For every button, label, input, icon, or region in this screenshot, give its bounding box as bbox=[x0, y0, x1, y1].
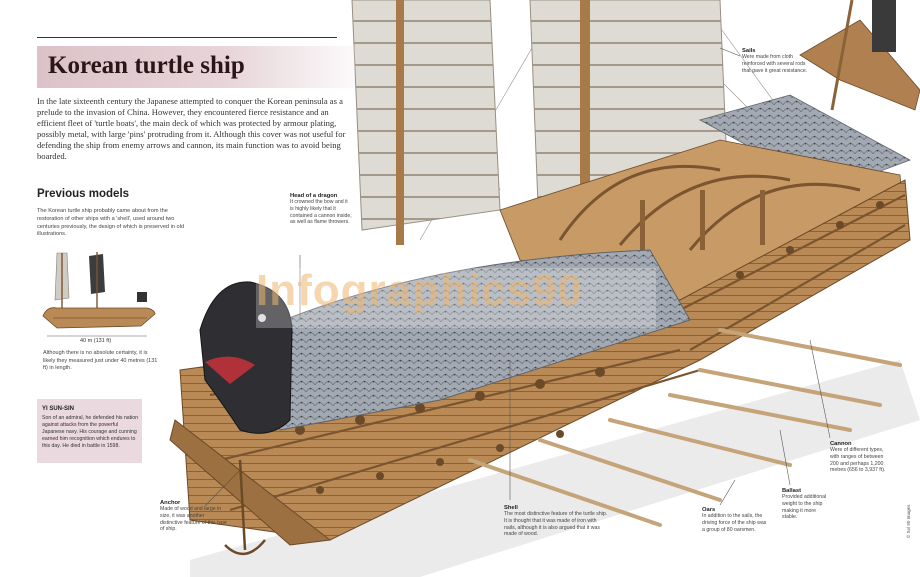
image-credit: © Sol 90 Images bbox=[906, 504, 911, 538]
hull-ports bbox=[295, 201, 884, 494]
leader-lines bbox=[204, 47, 831, 507]
yi-sun-sin-title: YI SUN-SIN bbox=[42, 406, 75, 412]
main-shell bbox=[259, 249, 691, 431]
callout-dragon: Head of a dragon It crowned the bow and … bbox=[290, 193, 352, 226]
callout-cannon: Cannon Were of different types, with ran… bbox=[830, 441, 888, 474]
watermark-band bbox=[256, 268, 656, 328]
yi-sun-sin-box bbox=[37, 399, 142, 463]
callout-title: Sails bbox=[742, 48, 756, 54]
callout-text: In addition to the sails, the driving fo… bbox=[702, 513, 767, 533]
callout-title: Cannon bbox=[830, 441, 852, 447]
callout-title: Oars bbox=[702, 507, 716, 513]
page-title: Korean turtle ship bbox=[48, 52, 245, 79]
callout-title: Head of a dragon bbox=[290, 193, 338, 199]
callout-title: Anchor bbox=[160, 500, 181, 506]
dragon-head bbox=[199, 281, 293, 434]
callout-title: Ballast bbox=[782, 488, 802, 494]
previous-models-text: The Korean turtle ship probably came abo… bbox=[37, 208, 184, 238]
front-sail bbox=[351, 0, 501, 245]
watermark-text: Infographics90 bbox=[256, 266, 583, 315]
anchor bbox=[224, 459, 266, 555]
intro-paragraph: In the late sixteenth century the Japane… bbox=[37, 96, 346, 161]
length-note: Although there is no absolute certainty,… bbox=[43, 350, 158, 372]
interior-posts bbox=[640, 190, 765, 260]
callout-ballast: Ballast Provided additional weight to th… bbox=[782, 488, 828, 521]
callout-text: Were of different types, with ranges of … bbox=[830, 447, 886, 474]
stern bbox=[799, 0, 920, 111]
callout-text: Were made from cloth reinforced with sev… bbox=[742, 54, 808, 74]
interior-frames bbox=[558, 164, 861, 251]
callout-title: Shell bbox=[504, 505, 518, 511]
callout-text: Made of wood and large in size, it was a… bbox=[160, 506, 227, 533]
callout-anchor: Anchor Made of wood and large in size, i… bbox=[160, 500, 228, 533]
length-measure: 40 m (131 ft) bbox=[80, 338, 112, 344]
callout-sails: Sails Were made from cloth reinforced wi… bbox=[742, 48, 812, 74]
callout-oars: Oars In addition to the sails, the drivi… bbox=[702, 507, 768, 533]
bow-keel bbox=[169, 419, 332, 546]
callout-text: It crowned the bow and it is highly like… bbox=[290, 199, 352, 226]
oars bbox=[468, 328, 902, 527]
callout-shell: Shell The most distinctive feature of th… bbox=[504, 505, 610, 538]
previous-model-ship-icon bbox=[42, 252, 156, 337]
title-band bbox=[37, 46, 355, 88]
callout-text: The most distinctive feature of the turt… bbox=[504, 511, 608, 538]
title-rule bbox=[37, 37, 337, 38]
callout-text: Provided additional weight to the ship m… bbox=[782, 494, 827, 521]
yi-sun-sin-text: Son of an admiral, he defended his natio… bbox=[42, 415, 139, 449]
ship-shadow bbox=[190, 360, 920, 577]
previous-models-heading: Previous models bbox=[37, 188, 130, 200]
